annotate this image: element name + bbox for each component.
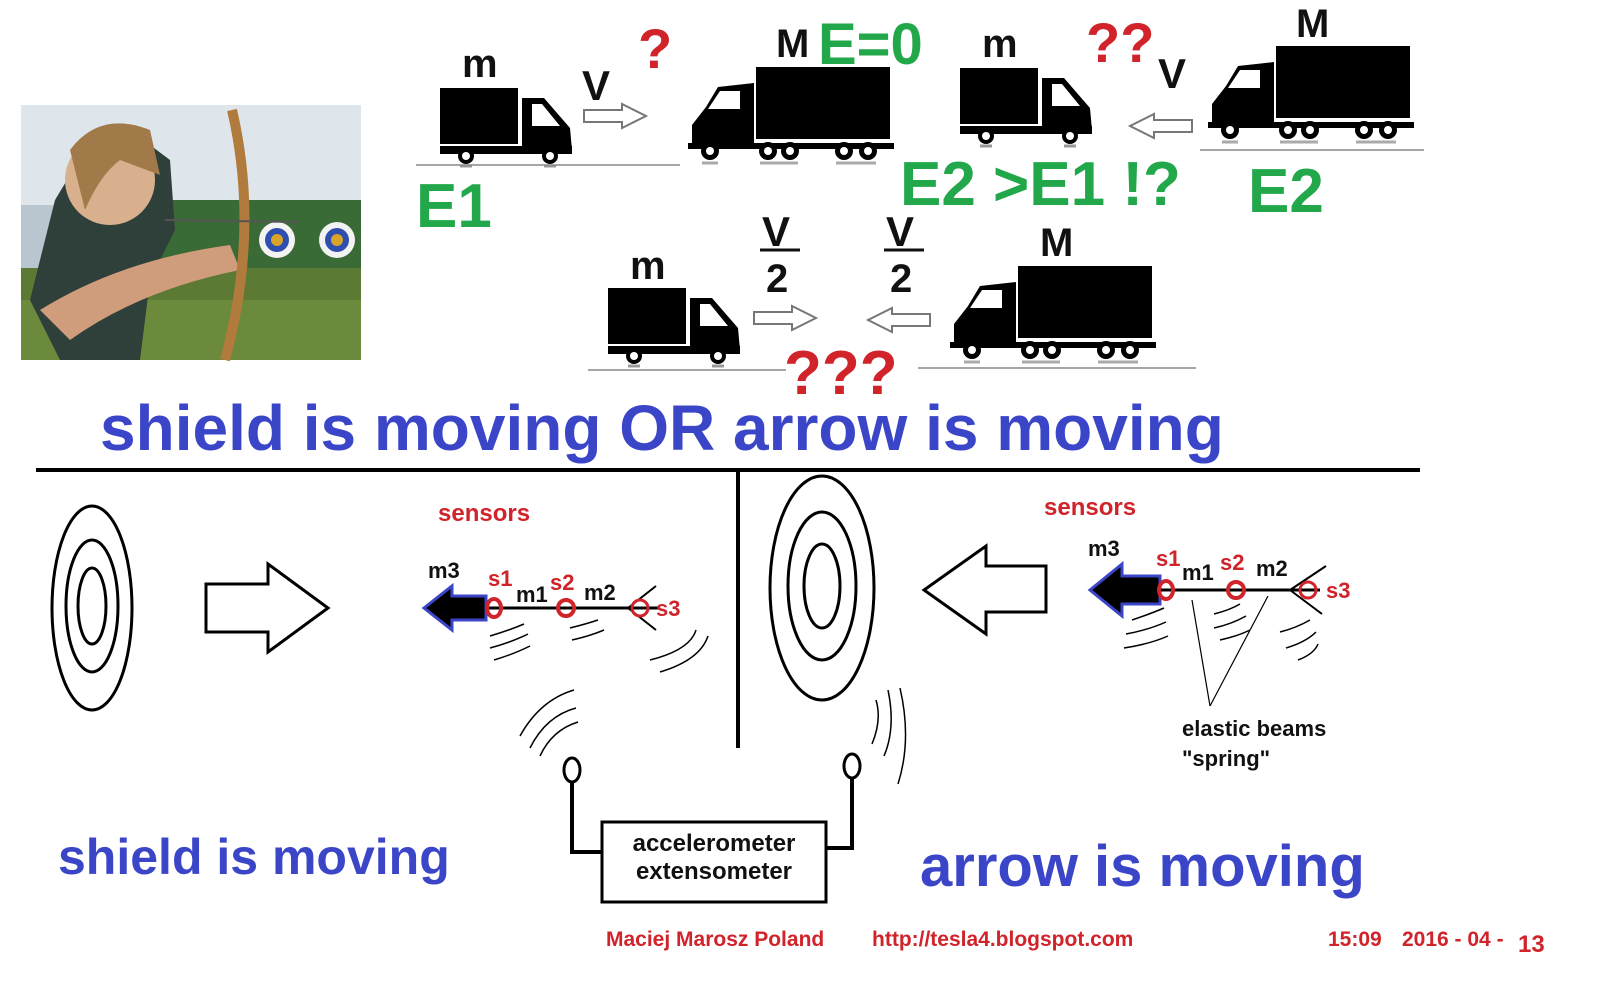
arrow-icon xyxy=(868,308,930,332)
half-velocity-den: 2 xyxy=(766,257,788,301)
right-caption: arrow is moving xyxy=(920,834,1365,899)
truck-icon xyxy=(688,67,894,163)
mass-label-m: m xyxy=(982,22,1018,66)
half-velocity-num: V xyxy=(762,208,790,255)
label-m2: m2 xyxy=(584,580,616,605)
label-m1: m1 xyxy=(1182,560,1214,585)
sensors-label: sensors xyxy=(1044,494,1136,521)
label-m1: m1 xyxy=(516,582,548,607)
footer-time: 15:09 xyxy=(1328,928,1382,951)
label-s2: s2 xyxy=(1220,550,1244,575)
question-mark-2: ?? xyxy=(1086,11,1154,74)
truck-icon xyxy=(1208,46,1414,142)
footer-author: Maciej Marosz Poland xyxy=(606,928,824,951)
footer-date: 2016 - 04 - xyxy=(1402,928,1504,951)
question-mark-1: ? xyxy=(638,17,672,80)
mass-label-m: m xyxy=(462,42,498,86)
mass-label-M: M xyxy=(1040,221,1073,265)
van-icon xyxy=(440,88,572,166)
target-icon xyxy=(259,222,295,258)
energy-zero: E=0 xyxy=(818,12,923,77)
archer-photo xyxy=(21,105,361,360)
label-s1: s1 xyxy=(488,566,512,591)
half-velocity-den: 2 xyxy=(890,257,912,301)
mass-label-m: m xyxy=(630,244,666,288)
target-icon xyxy=(52,506,132,710)
footer-url[interactable]: http://tesla4.blogspot.com xyxy=(872,928,1133,951)
arrow-icon xyxy=(1130,114,1192,138)
mass-label-M: M xyxy=(1296,2,1329,46)
headline: shield is moving OR arrow is moving xyxy=(100,392,1224,464)
motion-arrow-icon xyxy=(924,546,1046,634)
label-s3: s3 xyxy=(1326,578,1350,603)
van-icon xyxy=(608,288,740,366)
truck-icon xyxy=(950,266,1156,362)
energy-e2: E2 xyxy=(1248,157,1324,226)
antenna-icon xyxy=(520,690,602,852)
label-s2: s2 xyxy=(550,570,574,595)
device-label-2: extensometer xyxy=(636,858,792,885)
label-s3: s3 xyxy=(656,596,680,621)
label-m2: m2 xyxy=(1256,556,1288,581)
mass-label-M: M xyxy=(776,22,809,66)
antenna-icon xyxy=(826,688,906,848)
van-icon xyxy=(960,68,1092,146)
sensors-label: sensors xyxy=(438,500,530,527)
arrow-icon xyxy=(1090,564,1326,706)
label-m3: m3 xyxy=(428,558,460,583)
target-icon xyxy=(319,222,355,258)
motion-arrow-icon xyxy=(206,564,328,652)
velocity-label: V xyxy=(582,62,610,109)
velocity-label: V xyxy=(1158,50,1186,97)
arrow-icon xyxy=(754,306,816,330)
label-m3: m3 xyxy=(1088,536,1120,561)
energy-comparison: E2 >E1 !? xyxy=(900,150,1181,219)
spring-label: "spring" xyxy=(1182,746,1270,771)
left-caption: shield is moving xyxy=(58,829,450,885)
half-velocity-num: V xyxy=(886,208,914,255)
device-label-1: accelerometer xyxy=(633,830,796,857)
footer-day: 13 xyxy=(1518,931,1545,958)
energy-e1: E1 xyxy=(416,172,492,241)
label-s1: s1 xyxy=(1156,546,1180,571)
beams-label: elastic beams xyxy=(1182,716,1326,741)
target-icon xyxy=(770,476,874,700)
